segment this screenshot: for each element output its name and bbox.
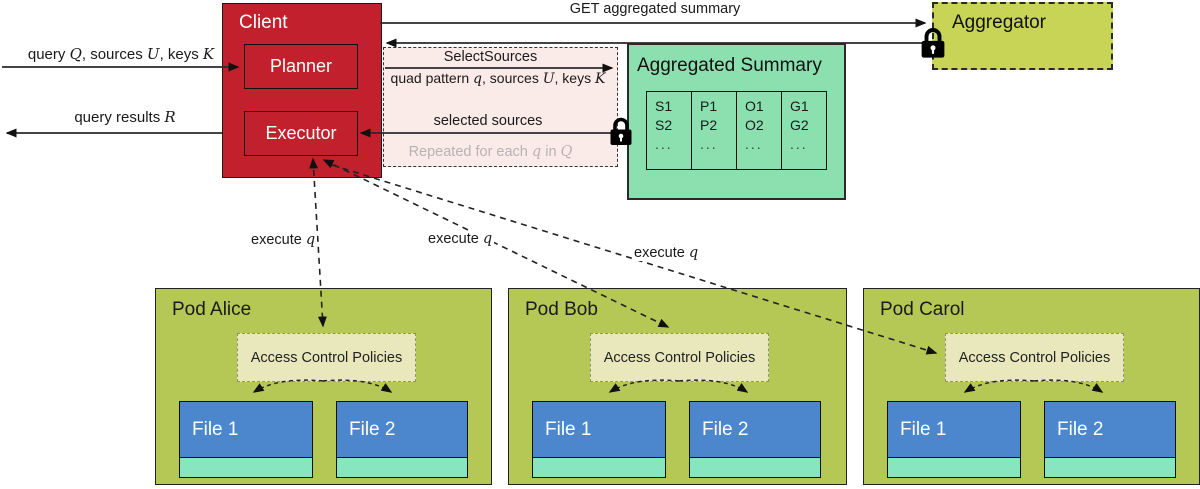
- select-sources-loop-box: [383, 47, 618, 167]
- repeated-note-label: Repeated for each q in Q: [408, 144, 573, 160]
- summary-column-s: S1 S2 ...: [647, 92, 692, 169]
- client-title: Client: [239, 12, 288, 33]
- quad-pattern-label: quad pattern q, sources U, keys K: [390, 70, 606, 87]
- pod-carol-file-2: File 2: [1044, 401, 1176, 478]
- query-in-label: query Q, sources U, keys K: [27, 45, 215, 63]
- pod-bob-file-1: File 1: [532, 401, 666, 478]
- planner-label: Planner: [269, 56, 333, 76]
- lock-icon: [921, 28, 945, 58]
- get-aggregated-summary-label: GET aggregated summary: [569, 1, 741, 17]
- query-results-label: query results R: [74, 108, 176, 126]
- pod-alice-access-control-policies: Access Control Policies: [237, 333, 416, 382]
- lock-icon: [610, 117, 632, 145]
- aggregated-summary-box: Aggregated Summary S1 S2 ... P1 P2 ... O…: [627, 43, 846, 200]
- aggregator-box: Aggregator: [932, 2, 1113, 70]
- file-1-data-strip: [533, 458, 665, 477]
- pod-alice-file-2: File 2: [336, 401, 468, 478]
- file-1-label: File 1: [192, 418, 239, 440]
- file-1-label: File 1: [545, 418, 592, 440]
- summary-table: S1 S2 ... P1 P2 ... O1 O2 ... G1 G2 ...: [646, 91, 827, 170]
- file-2-label: File 2: [1057, 418, 1104, 440]
- aggregator-title: Aggregator: [952, 12, 1047, 33]
- pod-bob-box: Pod Bob Access Control Policies File 1 F…: [508, 288, 847, 485]
- select-sources-label: SelectSources: [443, 49, 538, 65]
- file-2-data-strip: [690, 458, 820, 477]
- pod-carol-title: Pod Carol: [880, 299, 965, 320]
- file-2-label: File 2: [702, 418, 749, 440]
- executor-box: Executor: [244, 111, 358, 156]
- file-1-data-strip: [180, 458, 312, 477]
- pod-alice-title: Pod Alice: [172, 299, 252, 320]
- file-2-data-strip: [337, 458, 467, 477]
- pod-carol-file-1: File 1: [887, 401, 1021, 478]
- file-1-data-strip: [888, 458, 1020, 477]
- pod-bob-file-2: File 2: [689, 401, 821, 478]
- pod-carol-box: Pod Carol Access Control Policies File 1…: [863, 288, 1200, 485]
- execute-q-label-1: execute q: [249, 232, 318, 248]
- execute-q-label-3: execute q: [632, 245, 701, 261]
- client-box: Client Planner Executor: [222, 3, 382, 178]
- executor-label: Executor: [265, 123, 337, 143]
- pod-carol-access-control-policies: Access Control Policies: [945, 333, 1124, 382]
- aggregated-summary-title: Aggregated Summary: [637, 55, 822, 76]
- file-1-label: File 1: [900, 418, 947, 440]
- pod-bob-access-control-policies: Access Control Policies: [590, 333, 769, 382]
- file-2-data-strip: [1045, 458, 1175, 477]
- pod-bob-title: Pod Bob: [525, 299, 598, 320]
- selected-sources-label: selected sources: [433, 113, 543, 129]
- pod-alice-box: Pod Alice Access Control Policies File 1…: [155, 288, 492, 485]
- summary-column-o: O1 O2 ...: [737, 92, 782, 169]
- planner-box: Planner: [244, 44, 358, 89]
- file-2-label: File 2: [349, 418, 396, 440]
- execute-q-label-2: execute q: [426, 231, 495, 247]
- summary-column-p: P1 P2 ...: [692, 92, 737, 169]
- pod-alice-file-1: File 1: [179, 401, 313, 478]
- summary-column-g: G1 G2 ...: [790, 98, 809, 152]
